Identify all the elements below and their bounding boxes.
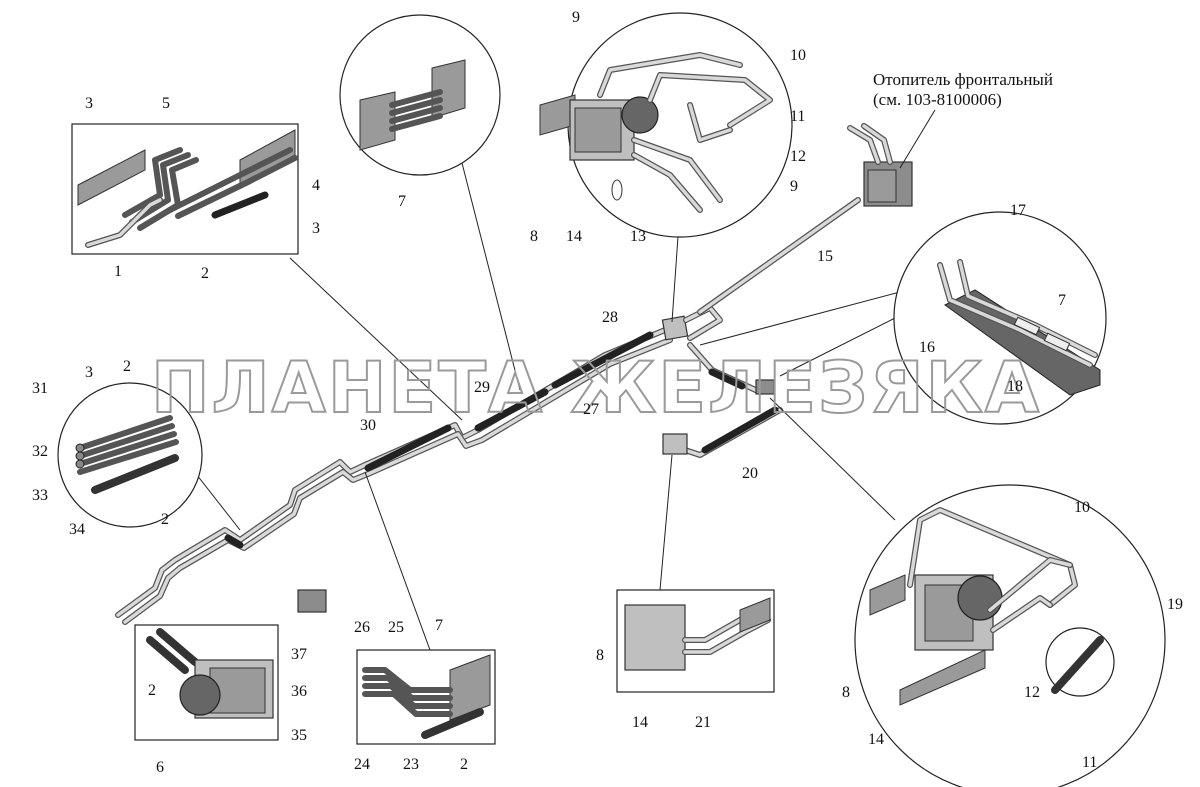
callout-label: 6 — [156, 759, 164, 776]
callout-label: 15 — [817, 248, 833, 265]
callout-label: 14 — [566, 228, 582, 245]
callout-label: 27 — [583, 401, 599, 418]
callout-label: 5 — [162, 95, 170, 112]
callout-label: 34 — [69, 521, 85, 538]
inset-rail-pipes — [71, 123, 299, 255]
callout-label: 11 — [790, 108, 805, 125]
inset-heater-kit — [134, 589, 327, 741]
callout-label: 1 — [114, 263, 122, 280]
front-heater-title: Отопитель фронтальный — [873, 70, 1053, 89]
callout-label: 17 — [1010, 202, 1026, 219]
callout-label: 2 — [460, 756, 468, 773]
callout-label: 3 — [85, 364, 93, 381]
callout-label: 10 — [1074, 499, 1090, 516]
callout-label: 2 — [148, 682, 156, 699]
callout-label: 33 — [32, 487, 48, 504]
callout-label: 19 — [1167, 596, 1183, 613]
callout-label: 18 — [1007, 378, 1023, 395]
callout-label: 7 — [398, 193, 406, 210]
callout-label: 11 — [1082, 754, 1097, 771]
leader-lines — [192, 162, 901, 651]
main-pipe-route — [115, 123, 913, 625]
inset-multi-pipe — [356, 649, 496, 745]
callout-label: 14 — [632, 714, 648, 731]
callout-label: 9 — [790, 178, 798, 195]
callout-label: 21 — [695, 714, 711, 731]
inset-pipe-fittings — [57, 382, 203, 528]
callout-label: 12 — [790, 148, 806, 165]
callout-label: 2 — [201, 265, 209, 282]
callout-label: 32 — [32, 443, 48, 460]
callout-label: 37 — [291, 646, 307, 663]
callout-label: 14 — [868, 731, 884, 748]
callout-label: 13 — [630, 228, 646, 245]
inset-clamp-rail — [893, 211, 1107, 425]
callout-label: 8 — [530, 228, 538, 245]
callout-label: 31 — [32, 380, 48, 397]
callout-label: 3 — [85, 95, 93, 112]
callout-label: 23 — [403, 756, 419, 773]
callout-label: 10 — [790, 47, 806, 64]
callout-label: 28 — [602, 309, 618, 326]
callout-label: 7 — [1058, 292, 1066, 309]
inset-heater-bottom — [854, 484, 1166, 787]
callout-label: 3 — [312, 220, 320, 237]
callout-label: 25 — [388, 619, 404, 636]
callout-label: 29 — [474, 379, 490, 396]
front-heater-reference: (см. 103-8100006) — [873, 90, 1002, 109]
inset-heater-top — [539, 12, 793, 238]
callout-label: 26 — [354, 619, 370, 636]
callout-label: 30 — [360, 417, 376, 434]
callout-label: 35 — [291, 727, 307, 744]
callout-label: 20 — [742, 465, 758, 482]
callout-labels: 3 5 4 3 1 2 7 9 10 11 12 9 8 14 13 15 17… — [32, 9, 1183, 776]
callout-label: 8 — [842, 684, 850, 701]
callout-label: 2 — [161, 511, 169, 528]
inset-floor-heater — [616, 589, 775, 693]
callout-label: 36 — [291, 683, 307, 700]
inset-bracket-clamps — [339, 14, 501, 176]
callout-label: 9 — [572, 9, 580, 26]
callout-label: 4 — [312, 177, 320, 194]
callout-label: 7 — [435, 617, 443, 634]
watermark-text: ПЛАНЕТА ЖЕЛЕЗЯКА — [151, 347, 1041, 429]
callout-label: 16 — [919, 339, 935, 356]
callout-label: 12 — [1024, 684, 1040, 701]
callout-label: 24 — [354, 756, 370, 773]
callout-label: 2 — [123, 358, 131, 375]
callout-label: 8 — [596, 647, 604, 664]
